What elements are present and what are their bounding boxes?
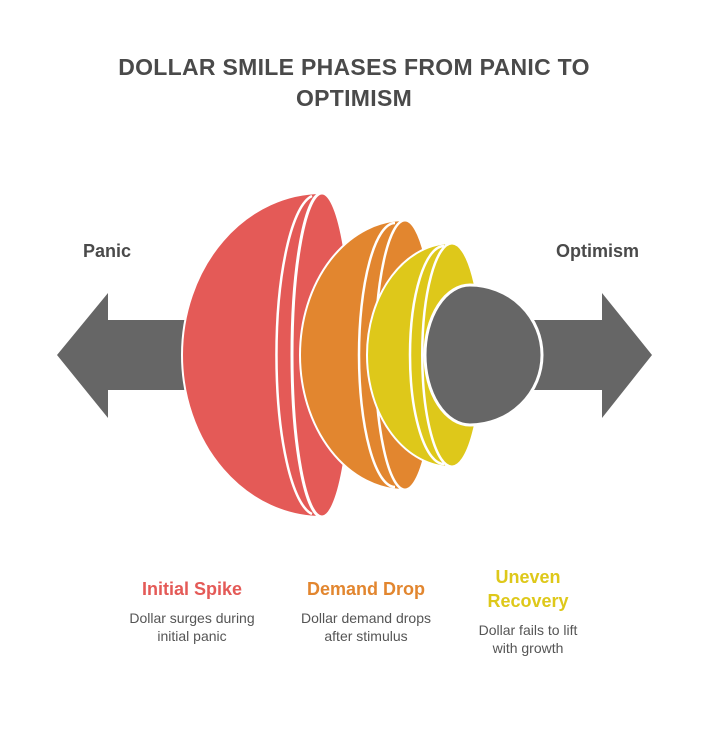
phase-title-line: Demand Drop xyxy=(306,579,425,599)
phase-title-line: Recovery xyxy=(487,591,569,611)
phase-desc-line: initial panic xyxy=(157,628,227,644)
diagram-title: DOLLAR SMILE PHASES FROM PANIC TO OPTIMI… xyxy=(0,52,708,114)
phase-title: Uneven Recovery xyxy=(443,565,613,613)
right-arrow xyxy=(525,293,652,418)
phase-description: Dollar demand drops after stimulus xyxy=(281,609,451,645)
phase-title: Demand Drop xyxy=(281,577,451,601)
core-sphere xyxy=(423,283,544,427)
title-line-2: OPTIMISM xyxy=(295,85,413,111)
phase-description: Dollar fails to lift with growth xyxy=(443,621,613,657)
phase-demand-drop: Demand Drop Dollar demand drops after st… xyxy=(281,577,451,645)
optimism-label: Optimism xyxy=(556,241,640,261)
phase-title-line: Uneven xyxy=(495,567,561,587)
phase-uneven-recovery: Uneven Recovery Dollar fails to lift wit… xyxy=(443,565,613,657)
phase-initial-spike: Initial Spike Dollar surges during initi… xyxy=(107,577,277,645)
phase-desc-line: Dollar demand drops xyxy=(301,610,431,626)
phase-description: Dollar surges during initial panic xyxy=(107,609,277,645)
phase-desc-line: Dollar surges during xyxy=(129,610,255,626)
left-arrow xyxy=(57,293,190,418)
phase-title-line: Initial Spike xyxy=(141,579,243,599)
title-line-1: DOLLAR SMILE PHASES FROM PANIC TO xyxy=(118,54,590,80)
phase-desc-line: after stimulus xyxy=(324,628,408,644)
phase-desc-line: Dollar fails to lift xyxy=(478,622,578,638)
phase-desc-line: with growth xyxy=(492,640,564,656)
panic-label: Panic xyxy=(83,241,132,261)
phase-title: Initial Spike xyxy=(107,577,277,601)
